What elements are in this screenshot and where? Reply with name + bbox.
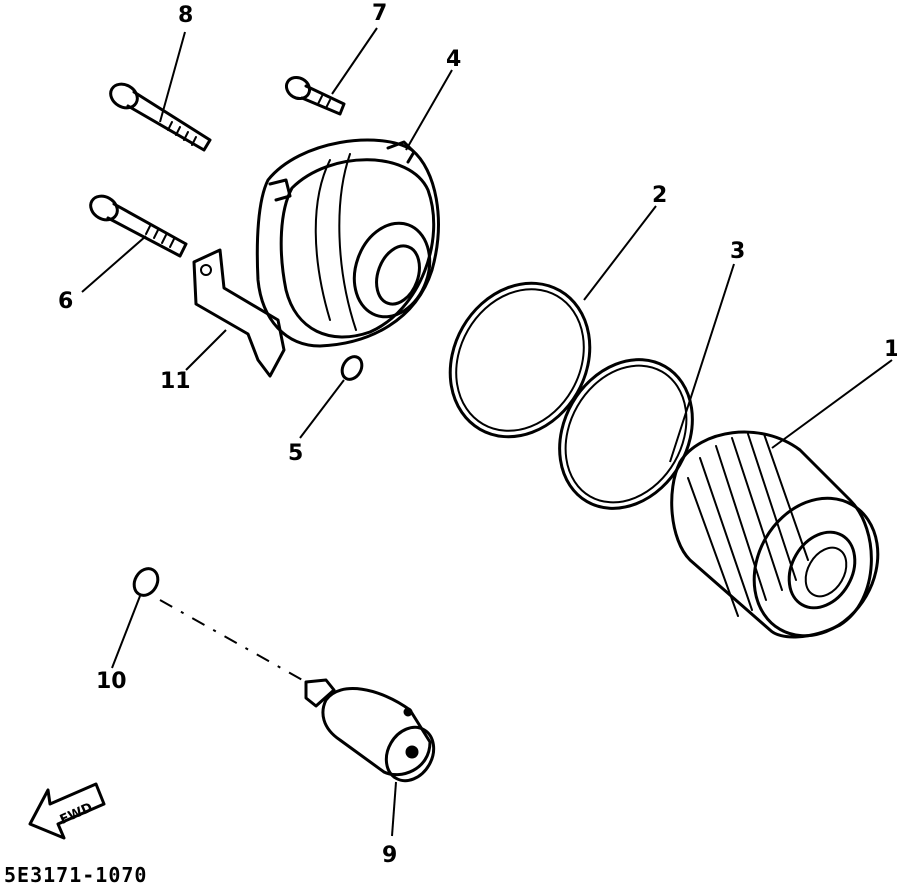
callout-11: 11 (160, 369, 191, 394)
filter-cover-part-4 (255, 138, 440, 348)
assembly-center-line (159, 599, 307, 683)
bolt-short-part-7 (284, 75, 346, 116)
callout-5: 5 (288, 441, 303, 466)
drawing-code: 5E3171-1070 (4, 863, 147, 887)
bolt-part-6 (89, 194, 188, 258)
relief-valve-part-9 (304, 678, 436, 783)
callout-1: 1 (884, 337, 897, 362)
washer-part-10 (132, 567, 160, 597)
callout-4: 4 (446, 47, 461, 72)
callout-2: 2 (652, 183, 667, 208)
fwd-label: FWD (58, 800, 95, 828)
bolt-long-part-8 (109, 82, 212, 152)
large-o-ring-part-2 (448, 281, 592, 439)
leader-lines (81, 27, 893, 837)
callout-9: 9 (382, 843, 397, 868)
oil-filter-element-part-1 (670, 430, 880, 639)
o-ring-part-3 (558, 358, 694, 510)
callout-6: 6 (58, 289, 73, 314)
callout-7: 7 (372, 1, 387, 26)
callout-8: 8 (178, 3, 193, 28)
callout-3: 3 (730, 239, 745, 264)
callout-10: 10 (96, 669, 127, 694)
forward-direction-arrow: FWD (28, 782, 106, 840)
bracket-part-11 (192, 248, 286, 378)
small-o-ring-part-5 (340, 355, 364, 381)
